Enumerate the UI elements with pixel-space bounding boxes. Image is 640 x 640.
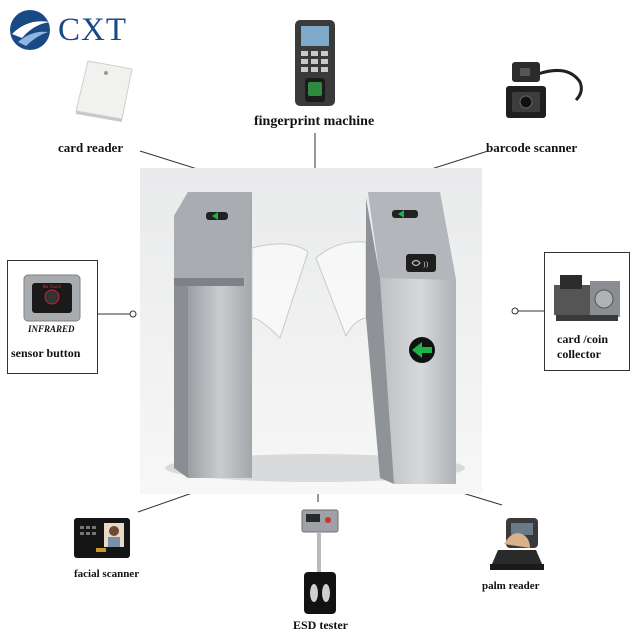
brand-name: CXT — [58, 11, 127, 48]
barcode-scanner-icon — [506, 62, 583, 118]
fingerprint-machine-icon — [295, 20, 335, 106]
esd-tester-icon — [301, 509, 339, 614]
fingerprint-machine-label: fingerprint machine — [254, 114, 375, 129]
card-collector-box: card /coin collector — [544, 252, 630, 371]
svg-text:)): )) — [423, 261, 429, 269]
svg-text:No Touch: No Touch — [43, 284, 62, 289]
card-collector-label-line2: collector — [557, 347, 601, 361]
esd-tester-label: ESD tester — [293, 618, 348, 632]
brand-logo: CXT — [8, 8, 127, 52]
palm-reader-label: palm reader — [482, 580, 540, 592]
facial-scanner-icon — [74, 518, 130, 558]
sensor-button-label-line2: sensor button — [11, 346, 81, 360]
rfid-reader — [406, 254, 436, 272]
hub-dot-right — [511, 307, 519, 315]
sensor-button-icon: No Touch — [23, 274, 81, 322]
barcode-scanner-label: barcode scanner — [486, 140, 578, 155]
sensor-button-label-line1: INFRARED — [28, 324, 75, 334]
flap-barrier-turnstile: )) — [140, 168, 482, 494]
sensor-button-box: No Touch INFRARED sensor button — [7, 260, 98, 374]
cxt-logo-icon — [10, 10, 50, 50]
hub-dot-left — [129, 310, 137, 318]
card-reader-icon — [75, 60, 133, 122]
card-collector-icon — [554, 275, 620, 321]
card-reader-label: card reader — [58, 140, 124, 155]
left-flap — [251, 243, 309, 339]
facial-scanner-label: facial scanner — [74, 568, 140, 580]
card-collector-label-line1: card /coin — [557, 332, 608, 346]
palm-reader-icon — [490, 518, 544, 570]
right-cabinet-side — [366, 198, 394, 484]
